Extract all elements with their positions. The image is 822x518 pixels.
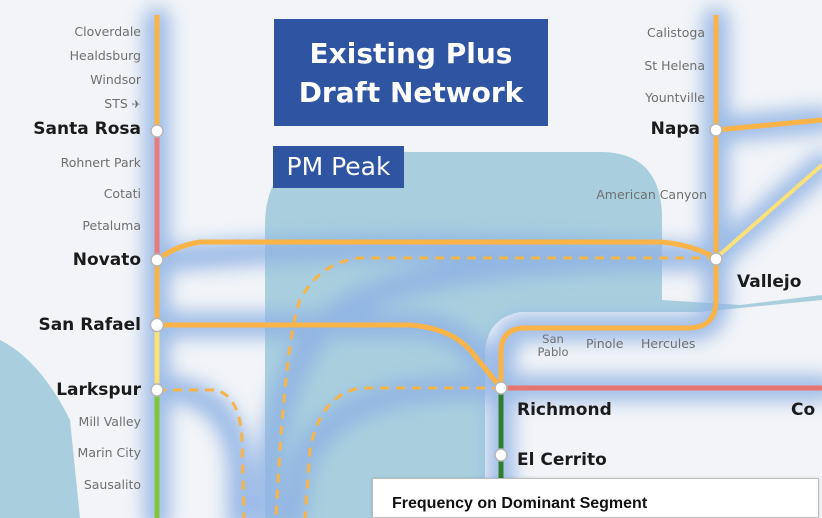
dashed-richmond-southwest	[303, 386, 501, 518]
station-label-san-rafael: San Rafael	[38, 315, 141, 335]
station-label-cloverdale: Cloverdale	[74, 24, 141, 39]
station-label-st-helena: St Helena	[644, 58, 705, 73]
station-label-cut-off: Co	[791, 400, 816, 420]
station-label-novato: Novato	[72, 250, 141, 270]
station-label-pinole: Pinole	[586, 336, 624, 351]
station-label-rohnert-park: Rohnert Park	[60, 155, 141, 170]
legend-panel: Frequency on Dominant Segment	[372, 478, 819, 518]
station-label-cotati: Cotati	[103, 186, 141, 201]
station-label-healdsburg: Healdsburg	[69, 48, 141, 63]
station-dot-santa-rosa	[150, 124, 164, 138]
station-dot-novato	[150, 253, 164, 267]
station-dot-san-rafael	[149, 317, 165, 333]
station-label-san-pablo: San Pablo	[537, 332, 569, 359]
station-dot-larkspur	[150, 383, 164, 397]
station-label-mill-valley: Mill Valley	[78, 414, 141, 429]
station-dot-vallejo	[709, 252, 723, 266]
bay-shore-richmond	[485, 300, 822, 518]
ocean-water	[0, 340, 80, 518]
legend-title: Frequency on Dominant Segment	[392, 495, 648, 512]
station-label-larkspur: Larkspur	[56, 380, 141, 400]
station-label-vallejo: Vallejo	[737, 272, 802, 292]
map-title: Existing Plus Draft Network	[274, 19, 548, 126]
station-label-sts-group: STS ✈	[104, 96, 141, 111]
napa-vallejo-richmond-line	[498, 258, 719, 388]
station-label-sausalito: Sausalito	[83, 477, 141, 492]
vallejo-northeast-line	[714, 163, 822, 260]
station-label-marin-city: Marin City	[77, 445, 141, 460]
station-label-yountville: Yountville	[645, 90, 705, 105]
napa-east-line	[715, 117, 822, 133]
station-label-richmond: Richmond	[517, 400, 612, 420]
dashed-larkspur-south	[157, 388, 246, 518]
station-label-petaluma: Petaluma	[82, 218, 141, 233]
station-label-hercules: Hercules	[641, 336, 696, 351]
san-rafael-richmond-line	[157, 322, 503, 390]
station-label-santa-rosa: Santa Rosa	[33, 119, 141, 139]
station-label-calistoga: Calistoga	[647, 25, 705, 40]
station-dot-napa	[709, 123, 723, 137]
station-label-windsor: Windsor	[90, 72, 141, 87]
station-label-napa: Napa	[650, 119, 700, 139]
map-title-line1: Existing Plus	[309, 36, 513, 70]
station-dot-richmond	[494, 381, 508, 395]
period-label: PM Peak	[273, 146, 404, 188]
station-label-sts: STS	[104, 96, 128, 111]
map-title-line2: Draft Network	[298, 75, 524, 109]
airplane-icon: ✈	[131, 98, 141, 111]
station-label-el-cerrito: El Cerrito	[517, 450, 607, 470]
station-label-american-canyon: American Canyon	[596, 187, 707, 202]
station-dot-el-cerrito	[494, 448, 508, 462]
novato-vallejo-line	[155, 239, 718, 262]
